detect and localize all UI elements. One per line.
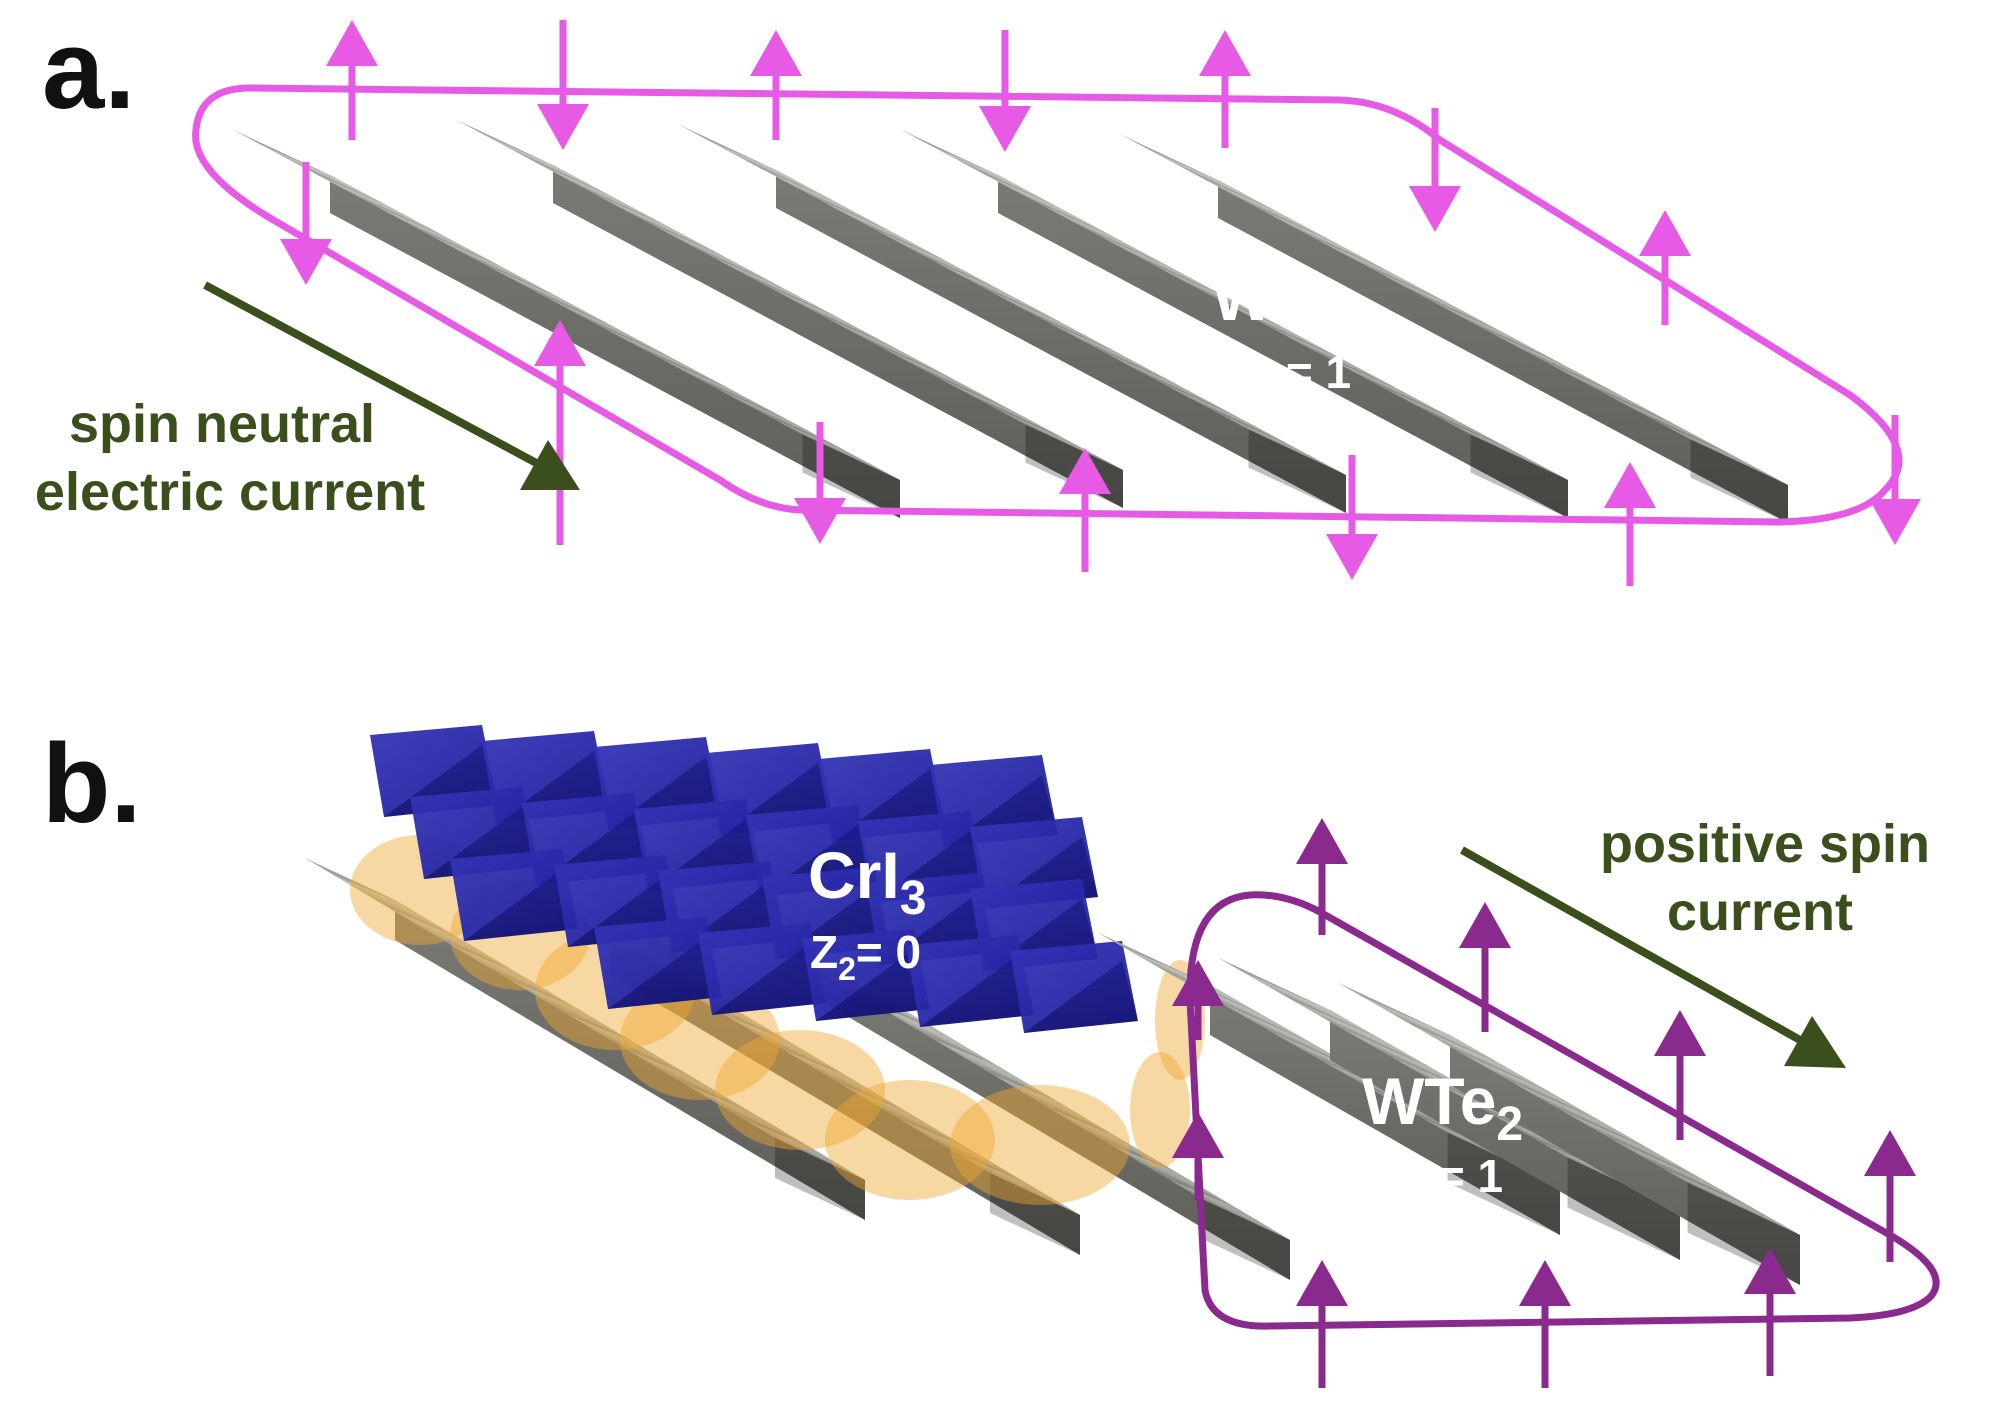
arrow-up-icon	[1744, 1248, 1796, 1376]
arrow-right-down-icon	[520, 440, 580, 490]
wte2-ribbon	[900, 129, 1568, 518]
cri3-tile	[906, 935, 1034, 1027]
wte2-ribbons-a	[232, 119, 1788, 523]
glow-ellipse	[1130, 1052, 1190, 1168]
edge-current-loop-b	[1186, 891, 1940, 1330]
material-cri3-subscript: 3	[900, 872, 927, 925]
annotation-a-line1: spin neutral	[69, 394, 375, 454]
edge-current-loop-a	[192, 84, 1903, 526]
material-b: WTe	[1362, 1064, 1496, 1138]
panel-a: a. spin neutral electric current WTe2 Z2…	[35, 7, 1921, 586]
wte2-ribbon	[305, 858, 865, 1220]
cri3-tile	[802, 929, 930, 1021]
arrow-up-icon	[1864, 1130, 1916, 1262]
cri3-tile	[698, 923, 826, 1015]
arrow-up-icon	[750, 30, 802, 140]
arrow-up-icon	[326, 20, 378, 140]
z2-letter-cri3: Z	[810, 926, 838, 978]
z2-subscript-cri3: 2	[838, 951, 856, 987]
svg-text:WTe2: WTe2	[1212, 260, 1373, 347]
arrow-up-icon	[1519, 1260, 1571, 1388]
cri3-layer	[370, 725, 1138, 1033]
arrow-up-icon	[1172, 1112, 1224, 1200]
material-label-cri3: CrI3 Z2= 0	[808, 838, 926, 987]
wte2-ribbon	[678, 124, 1346, 513]
z2-value-b: = 1	[1438, 1150, 1503, 1202]
arrow-up-icon	[1296, 1260, 1348, 1388]
material-b-subscript: 2	[1496, 1098, 1523, 1151]
material-a-subscript: 2	[1346, 294, 1373, 347]
panel-b-label: b.	[42, 721, 142, 846]
svg-text:Z2= 1: Z2= 1	[1392, 1150, 1503, 1211]
current-arrow-a	[203, 281, 580, 490]
wte2-ribbon	[232, 129, 900, 518]
spin-arrows-b	[1172, 818, 1916, 1388]
arrow-up-icon	[1059, 448, 1111, 572]
arrow-up-icon	[1199, 30, 1251, 148]
arrow-up-icon	[1654, 1010, 1706, 1140]
panel-a-label: a.	[42, 7, 135, 132]
cri3-tile	[594, 917, 722, 1009]
z2-letter-b: Z	[1392, 1150, 1420, 1202]
arrow-up-icon	[1459, 902, 1511, 1032]
arrow-up-icon	[1639, 210, 1691, 325]
arrow-down-icon	[794, 422, 846, 544]
z2-subscript-b: 2	[1420, 1175, 1438, 1211]
glow-ellipse	[825, 1080, 995, 1200]
z2-value-a: = 1	[1286, 346, 1351, 398]
material-label-a: WTe2 Z2= 1	[1212, 260, 1373, 407]
arrow-down-icon	[1409, 108, 1461, 232]
arrow-down-icon	[280, 162, 332, 285]
arrow-down-icon	[537, 20, 589, 150]
arrow-up-icon	[1172, 960, 1224, 1040]
glow-ellipse	[715, 1030, 885, 1150]
annotation-b-line1: positive spin	[1600, 814, 1930, 874]
wte2-ribbon	[1120, 134, 1788, 523]
svg-text:WTe2: WTe2	[1362, 1064, 1523, 1151]
material-cri3: CrI	[808, 838, 900, 912]
arrow-down-icon	[1869, 415, 1921, 545]
wte2-ribbon	[1337, 982, 1800, 1285]
panel-b: b. positive spin current CrI3 Z2= 0 WTe2…	[42, 721, 1940, 1388]
cri3-tile	[450, 849, 578, 941]
arrow-down-icon	[979, 30, 1031, 152]
arrow-up-icon	[534, 320, 586, 545]
wte2-ribbons-b	[1097, 932, 1800, 1285]
z2-subscript-a: 2	[1268, 371, 1286, 407]
cri3-tile	[1010, 941, 1138, 1033]
svg-text:Z2= 0: Z2= 0	[810, 926, 921, 987]
z2-letter-a: Z	[1240, 346, 1268, 398]
glow-ellipse	[950, 1085, 1130, 1205]
arrow-right-down-icon	[1784, 1016, 1846, 1068]
svg-text:CrI3: CrI3	[808, 838, 926, 925]
z2-value-cri3: = 0	[856, 926, 921, 978]
current-arrow-b	[1460, 846, 1846, 1068]
arrow-up-icon	[1604, 462, 1656, 586]
wte2-ribbon	[455, 119, 1123, 508]
annotation-b-line2: current	[1667, 882, 1853, 942]
spin-arrows-a	[280, 20, 1921, 586]
svg-text:Z2= 1: Z2= 1	[1240, 346, 1351, 407]
annotation-a-line2: electric current	[35, 462, 425, 522]
arrow-down-icon	[1326, 455, 1378, 580]
material-label-b: WTe2 Z2= 1	[1362, 1064, 1523, 1211]
material-a: WTe	[1212, 260, 1346, 334]
arrow-up-icon	[1296, 818, 1348, 935]
